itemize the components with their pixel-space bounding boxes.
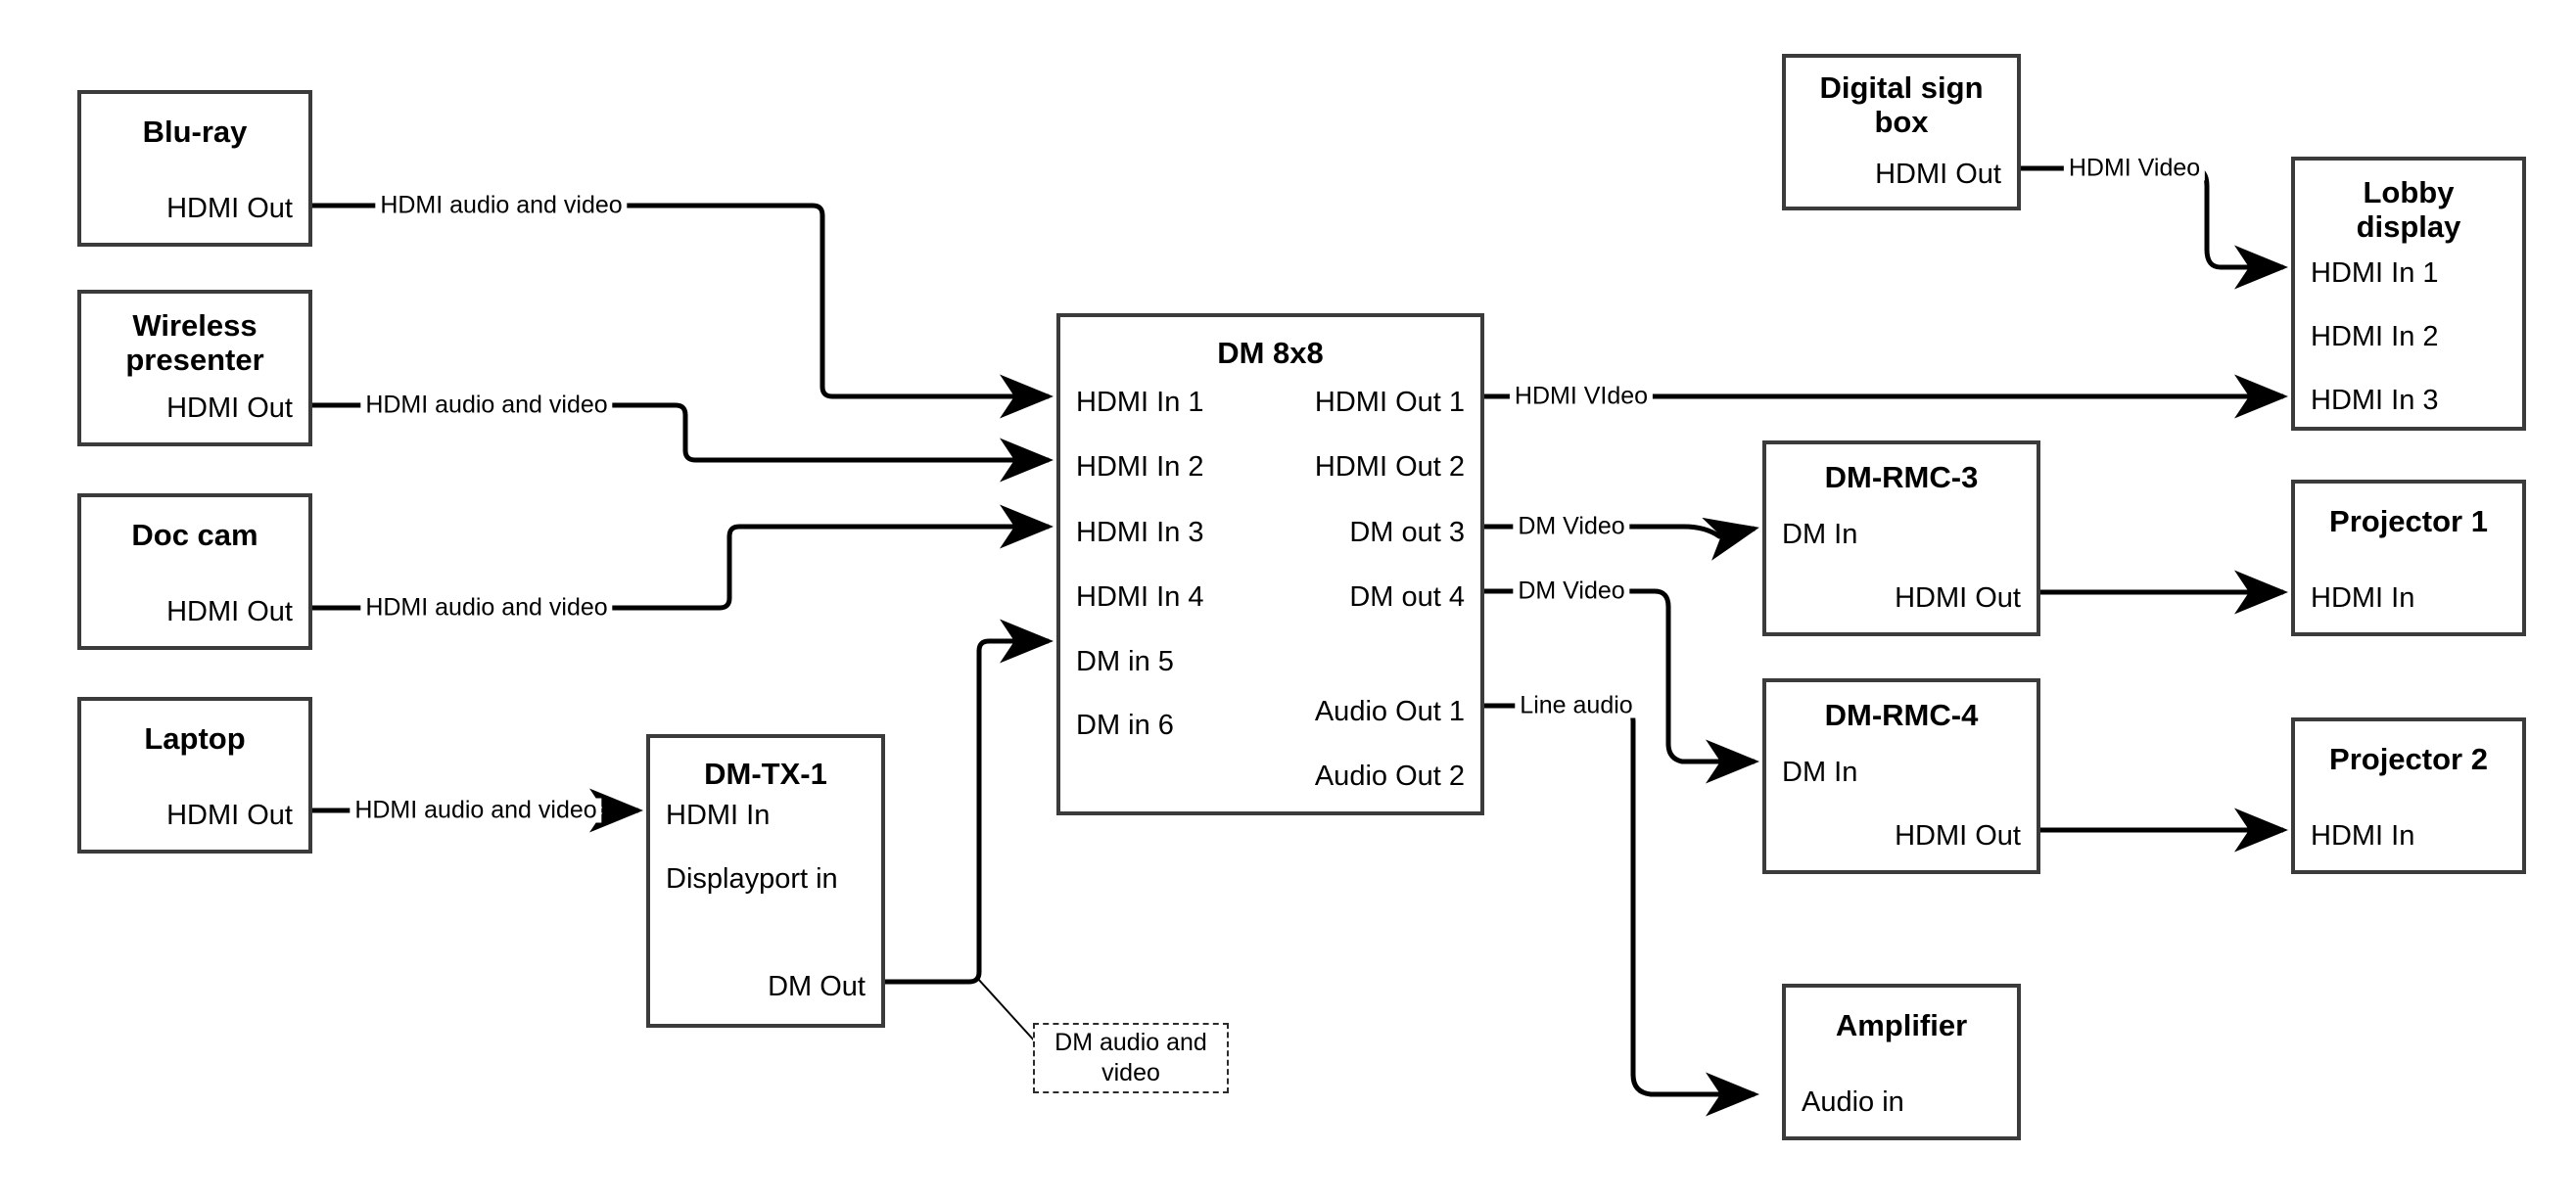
device-dm-8x8-port-audio-out-1: Audio Out 1 — [1314, 696, 1465, 727]
device-dm-8x8-port-hdmi-out-2: HDMI Out 2 — [1314, 451, 1465, 483]
edge-label-laptop-to-dmtx1: HDMI audio and video — [350, 798, 602, 823]
device-projector-1-port-hdmi-in: HDMI In — [2311, 582, 2415, 614]
device-projector-2[interactable]: Projector 2 HDMI In — [2291, 717, 2526, 874]
device-dm-8x8-title: DM 8x8 — [1217, 336, 1324, 370]
device-dm-tx-1-title: DM-TX-1 — [704, 757, 827, 791]
device-wireless-presenter[interactable]: Wireless presenter HDMI Out — [77, 290, 312, 446]
device-lobby-display-port-hdmi-in-1: HDMI In 1 — [2311, 257, 2439, 289]
wire-audio-out-1-to-amplifier — [1484, 703, 1759, 1117]
edge-label-audio-out-1-to-amplifier: Line audio — [1515, 693, 1638, 718]
device-dm-8x8-port-hdmi-out-1: HDMI Out 1 — [1314, 387, 1465, 418]
wire-bluray-to-hdmi-in-1 — [312, 203, 1054, 419]
device-wireless-presenter-port-hdmi-out: HDMI Out — [166, 393, 293, 424]
device-wireless-presenter-title: Wireless presenter — [125, 308, 264, 377]
device-dm-8x8-port-hdmi-in-3: HDMI In 3 — [1076, 517, 1204, 548]
wire-dmtx1-to-dm-in-5 — [885, 619, 1054, 985]
device-dm-rmc-4-title: DM-RMC-4 — [1824, 698, 1979, 732]
device-dm-8x8-port-dm-out-3: DM out 3 — [1349, 517, 1465, 548]
device-projector-2-title: Projector 2 — [2329, 742, 2488, 776]
device-bluray-title: Blu-ray — [142, 115, 248, 149]
device-doc-cam-title: Doc cam — [131, 518, 258, 552]
device-doc-cam-port-hdmi-out: HDMI Out — [166, 596, 293, 627]
device-dm-rmc-4[interactable]: DM-RMC-4 DM In HDMI Out — [1762, 678, 2040, 874]
device-dm-8x8-port-dm-out-4: DM out 4 — [1349, 581, 1465, 613]
device-bluray[interactable]: Blu-ray HDMI Out — [77, 90, 312, 247]
device-dm-8x8-port-dm-in-6: DM in 6 — [1076, 710, 1174, 741]
device-digital-sign-box[interactable]: Digital sign box HDMI Out — [1782, 54, 2021, 210]
wire-dm-out-4-to-rmc4 — [1484, 588, 1759, 784]
device-projector-1[interactable]: Projector 1 HDMI In — [2291, 480, 2526, 636]
edge-label-bluray-to-hdmi-in-1: HDMI audio and video — [375, 193, 628, 218]
device-laptop[interactable]: Laptop HDMI Out — [77, 697, 312, 854]
edge-label-hdmi-out-1-to-lobby: HDMI VIdeo — [1509, 384, 1654, 409]
device-dm-tx-1-port-displayport-in: Displayport in — [666, 863, 838, 895]
annotation-dm-audio-and-video: DM audio and video — [1033, 1023, 1229, 1093]
edge-label-dm-out-4-to-rmc4: DM Video — [1513, 578, 1630, 604]
device-dm-tx-1-port-dm-out: DM Out — [768, 971, 866, 1002]
device-laptop-port-hdmi-out: HDMI Out — [166, 800, 293, 831]
device-dm-tx-1-port-hdmi-in: HDMI In — [666, 800, 771, 831]
device-dm-rmc-3[interactable]: DM-RMC-3 DM In HDMI Out — [1762, 440, 2040, 636]
device-dm-8x8-port-hdmi-in-2: HDMI In 2 — [1076, 451, 1204, 483]
device-digital-sign-box-port-hdmi-out: HDMI Out — [1875, 159, 2001, 190]
device-bluray-port-hdmi-out: HDMI Out — [166, 193, 293, 224]
device-lobby-display-title: Lobby display — [2356, 175, 2461, 244]
device-dm-8x8-port-hdmi-in-1: HDMI In 1 — [1076, 387, 1204, 418]
device-lobby-display[interactable]: Lobby display HDMI In 1 HDMI In 2 HDMI I… — [2291, 157, 2526, 431]
edge-label-doccam-to-hdmi-in-3: HDMI audio and video — [360, 595, 613, 621]
device-amplifier-port-audio-in: Audio in — [1802, 1086, 1904, 1118]
device-dm-8x8-port-dm-in-5: DM in 5 — [1076, 646, 1174, 677]
device-dm-rmc-3-title: DM-RMC-3 — [1824, 460, 1979, 494]
leader-line-dm-audio-video — [976, 977, 1037, 1043]
device-dm-rmc-3-port-dm-in: DM In — [1782, 519, 1858, 550]
device-dm-8x8-port-hdmi-in-4: HDMI In 4 — [1076, 581, 1204, 613]
device-lobby-display-port-hdmi-in-3: HDMI In 3 — [2311, 385, 2439, 416]
wire-sign-to-lobby-hdmi-in-1 — [2021, 165, 2288, 290]
device-dm-rmc-3-port-hdmi-out: HDMI Out — [1895, 582, 2021, 614]
device-digital-sign-box-title: Digital sign box — [1819, 70, 1984, 139]
device-laptop-title: Laptop — [144, 721, 246, 756]
device-dm-tx-1[interactable]: DM-TX-1 HDMI In Displayport in DM Out — [646, 734, 885, 1028]
device-projector-1-title: Projector 1 — [2329, 504, 2488, 538]
device-dm-rmc-4-port-dm-in: DM In — [1782, 757, 1858, 788]
edge-label-sign-to-lobby: HDMI Video — [2063, 156, 2206, 181]
device-amplifier[interactable]: Amplifier Audio in — [1782, 984, 2021, 1140]
device-doc-cam[interactable]: Doc cam HDMI Out — [77, 493, 312, 650]
device-projector-2-port-hdmi-in: HDMI In — [2311, 820, 2415, 852]
device-dm-8x8-port-audio-out-2: Audio Out 2 — [1314, 761, 1465, 792]
device-lobby-display-port-hdmi-in-2: HDMI In 2 — [2311, 321, 2439, 352]
edge-label-dm-out-3-to-rmc3: DM Video — [1513, 514, 1630, 539]
device-dm-rmc-4-port-hdmi-out: HDMI Out — [1895, 820, 2021, 852]
device-dm-8x8[interactable]: DM 8x8 HDMI In 1 HDMI In 2 HDMI In 3 HDM… — [1056, 313, 1484, 815]
edge-label-wireless-to-hdmi-in-2: HDMI audio and video — [360, 393, 613, 418]
device-amplifier-title: Amplifier — [1835, 1008, 1968, 1042]
